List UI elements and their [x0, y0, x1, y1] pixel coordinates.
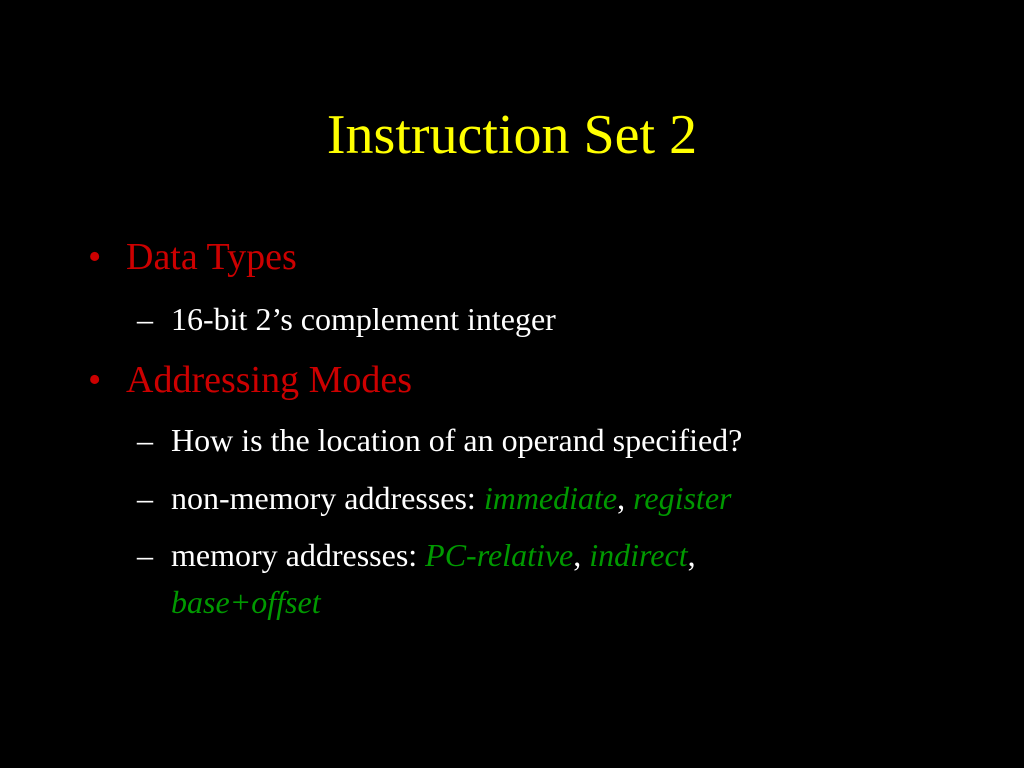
bullet-data-types: • Data Types — [88, 234, 297, 280]
term-indirect: indirect — [589, 537, 688, 573]
separator: , — [573, 537, 590, 573]
term-pc-relative: PC-relative — [425, 537, 574, 573]
sub-item-operand-location: –How is the location of an operand speci… — [137, 415, 997, 465]
term-immediate: immediate — [483, 480, 618, 516]
slide-title: Instruction Set 2 — [326, 104, 698, 166]
sub-item-prefix: non-memory addresses: — [171, 480, 484, 516]
dash-marker: – — [137, 480, 153, 516]
bullet-addressing-modes: • Addressing Modes — [88, 357, 412, 403]
sub-item-16-bit: –16-bit 2’s complement integer — [137, 294, 997, 344]
dash-marker: – — [137, 422, 153, 458]
bullet-marker: • — [88, 236, 102, 278]
bullet-label: Data Types — [126, 236, 297, 278]
sub-item-non-memory: –non-memory addresses: immediate, regist… — [137, 473, 997, 523]
sub-item-continuation: base+offset — [137, 578, 997, 626]
bullet-marker: • — [88, 359, 102, 401]
term-base-offset: base+offset — [171, 584, 321, 620]
term-register: register — [633, 480, 732, 516]
sub-item-text: 16-bit 2’s complement integer — [171, 301, 556, 337]
sub-item-memory: –memory addresses: PC-relative, indirect… — [137, 530, 997, 626]
separator: , — [617, 480, 634, 516]
sub-item-text: How is the location of an operand specif… — [171, 422, 743, 458]
separator: , — [687, 537, 696, 573]
dash-marker: – — [137, 301, 153, 337]
dash-marker: – — [137, 537, 153, 573]
bullet-label: Addressing Modes — [126, 359, 413, 401]
sub-item-prefix: memory addresses: — [171, 537, 426, 573]
